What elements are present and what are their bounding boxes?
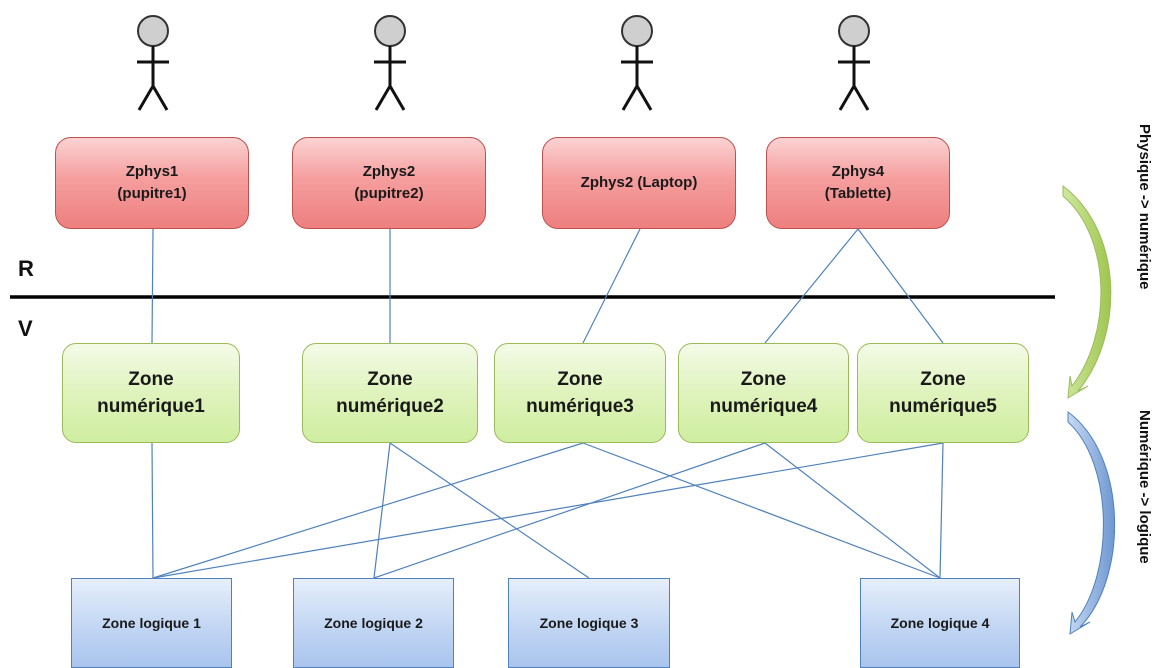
link-numeric-logical (939, 442, 944, 579)
numeric-zone-label: Zone numérique1 (97, 369, 205, 417)
arrow-numerique-logique (1067, 411, 1116, 635)
label-numerique-logique: Numérique -> logique (1136, 410, 1153, 564)
numeric-zone-label: Zone numérique4 (709, 369, 818, 417)
logical-zone-label: Zone logique 3 (539, 615, 639, 631)
physical-zone-label: Zphys2 (Laptop) (580, 174, 698, 191)
link-numeric-logical (373, 442, 766, 579)
link-physical-numeric (151, 228, 154, 344)
physical-zone-box: Zphys2 (Laptop) (542, 137, 736, 229)
physical-zone-box: Zphys1 (pupitre1) (55, 137, 249, 229)
link-physical-numeric (582, 228, 641, 344)
link-numeric-logical (152, 442, 584, 579)
logical-zone-box: Zone logique 3 (508, 578, 670, 668)
actor-icon (374, 15, 406, 111)
logical-zone-label: Zone logique 2 (324, 615, 423, 631)
numeric-zone-box: Zone numérique2 (302, 343, 478, 443)
link-numeric-logical (389, 442, 590, 579)
physical-zone-label: Zphys1 (pupitre1) (117, 163, 187, 202)
link-numeric-logical (151, 442, 154, 579)
numeric-zone-label: Zone numérique5 (889, 369, 997, 417)
logical-zone-box: Zone logique 4 (860, 578, 1020, 668)
physical-zone-label: Zphys4 (Tablette) (824, 163, 892, 202)
link-numeric-logical (152, 442, 944, 579)
numeric-zone-box: Zone numérique5 (857, 343, 1029, 443)
logical-zone-box: Zone logique 1 (71, 578, 232, 668)
physical-zone-label: Zphys2 (pupitre2) (354, 163, 424, 202)
link-numeric-logical (373, 442, 391, 579)
virtual-marker: V (18, 316, 33, 341)
numeric-zone-label: Zone numérique2 (336, 369, 444, 417)
connection-links (151, 228, 944, 579)
label-physique-numerique: Physique -> numérique (1136, 124, 1153, 290)
logical-zone-label: Zone logique 4 (890, 615, 990, 631)
physical-zone-box: Zphys4 (Tablette) (766, 137, 950, 229)
real-marker: R (18, 256, 34, 281)
logical-zone-box: Zone logique 2 (293, 578, 454, 668)
link-physical-numeric (764, 228, 859, 344)
arrow-physique-numerique (1062, 184, 1112, 399)
numeric-zone-box: Zone numérique4 (678, 343, 849, 443)
actor-icon (137, 15, 169, 111)
numeric-zone-box: Zone numérique1 (62, 343, 240, 443)
link-numeric-logical (582, 442, 941, 579)
logical-zone-label: Zone logique 1 (102, 615, 201, 631)
numeric-zone-label: Zone numérique3 (526, 369, 634, 417)
actor-icon (838, 15, 870, 111)
link-physical-numeric (857, 228, 944, 344)
link-numeric-logical (764, 442, 941, 579)
numeric-zone-box: Zone numérique3 (494, 343, 666, 443)
actor-icon (621, 15, 653, 111)
physical-zone-box: Zphys2 (pupitre2) (292, 137, 486, 229)
